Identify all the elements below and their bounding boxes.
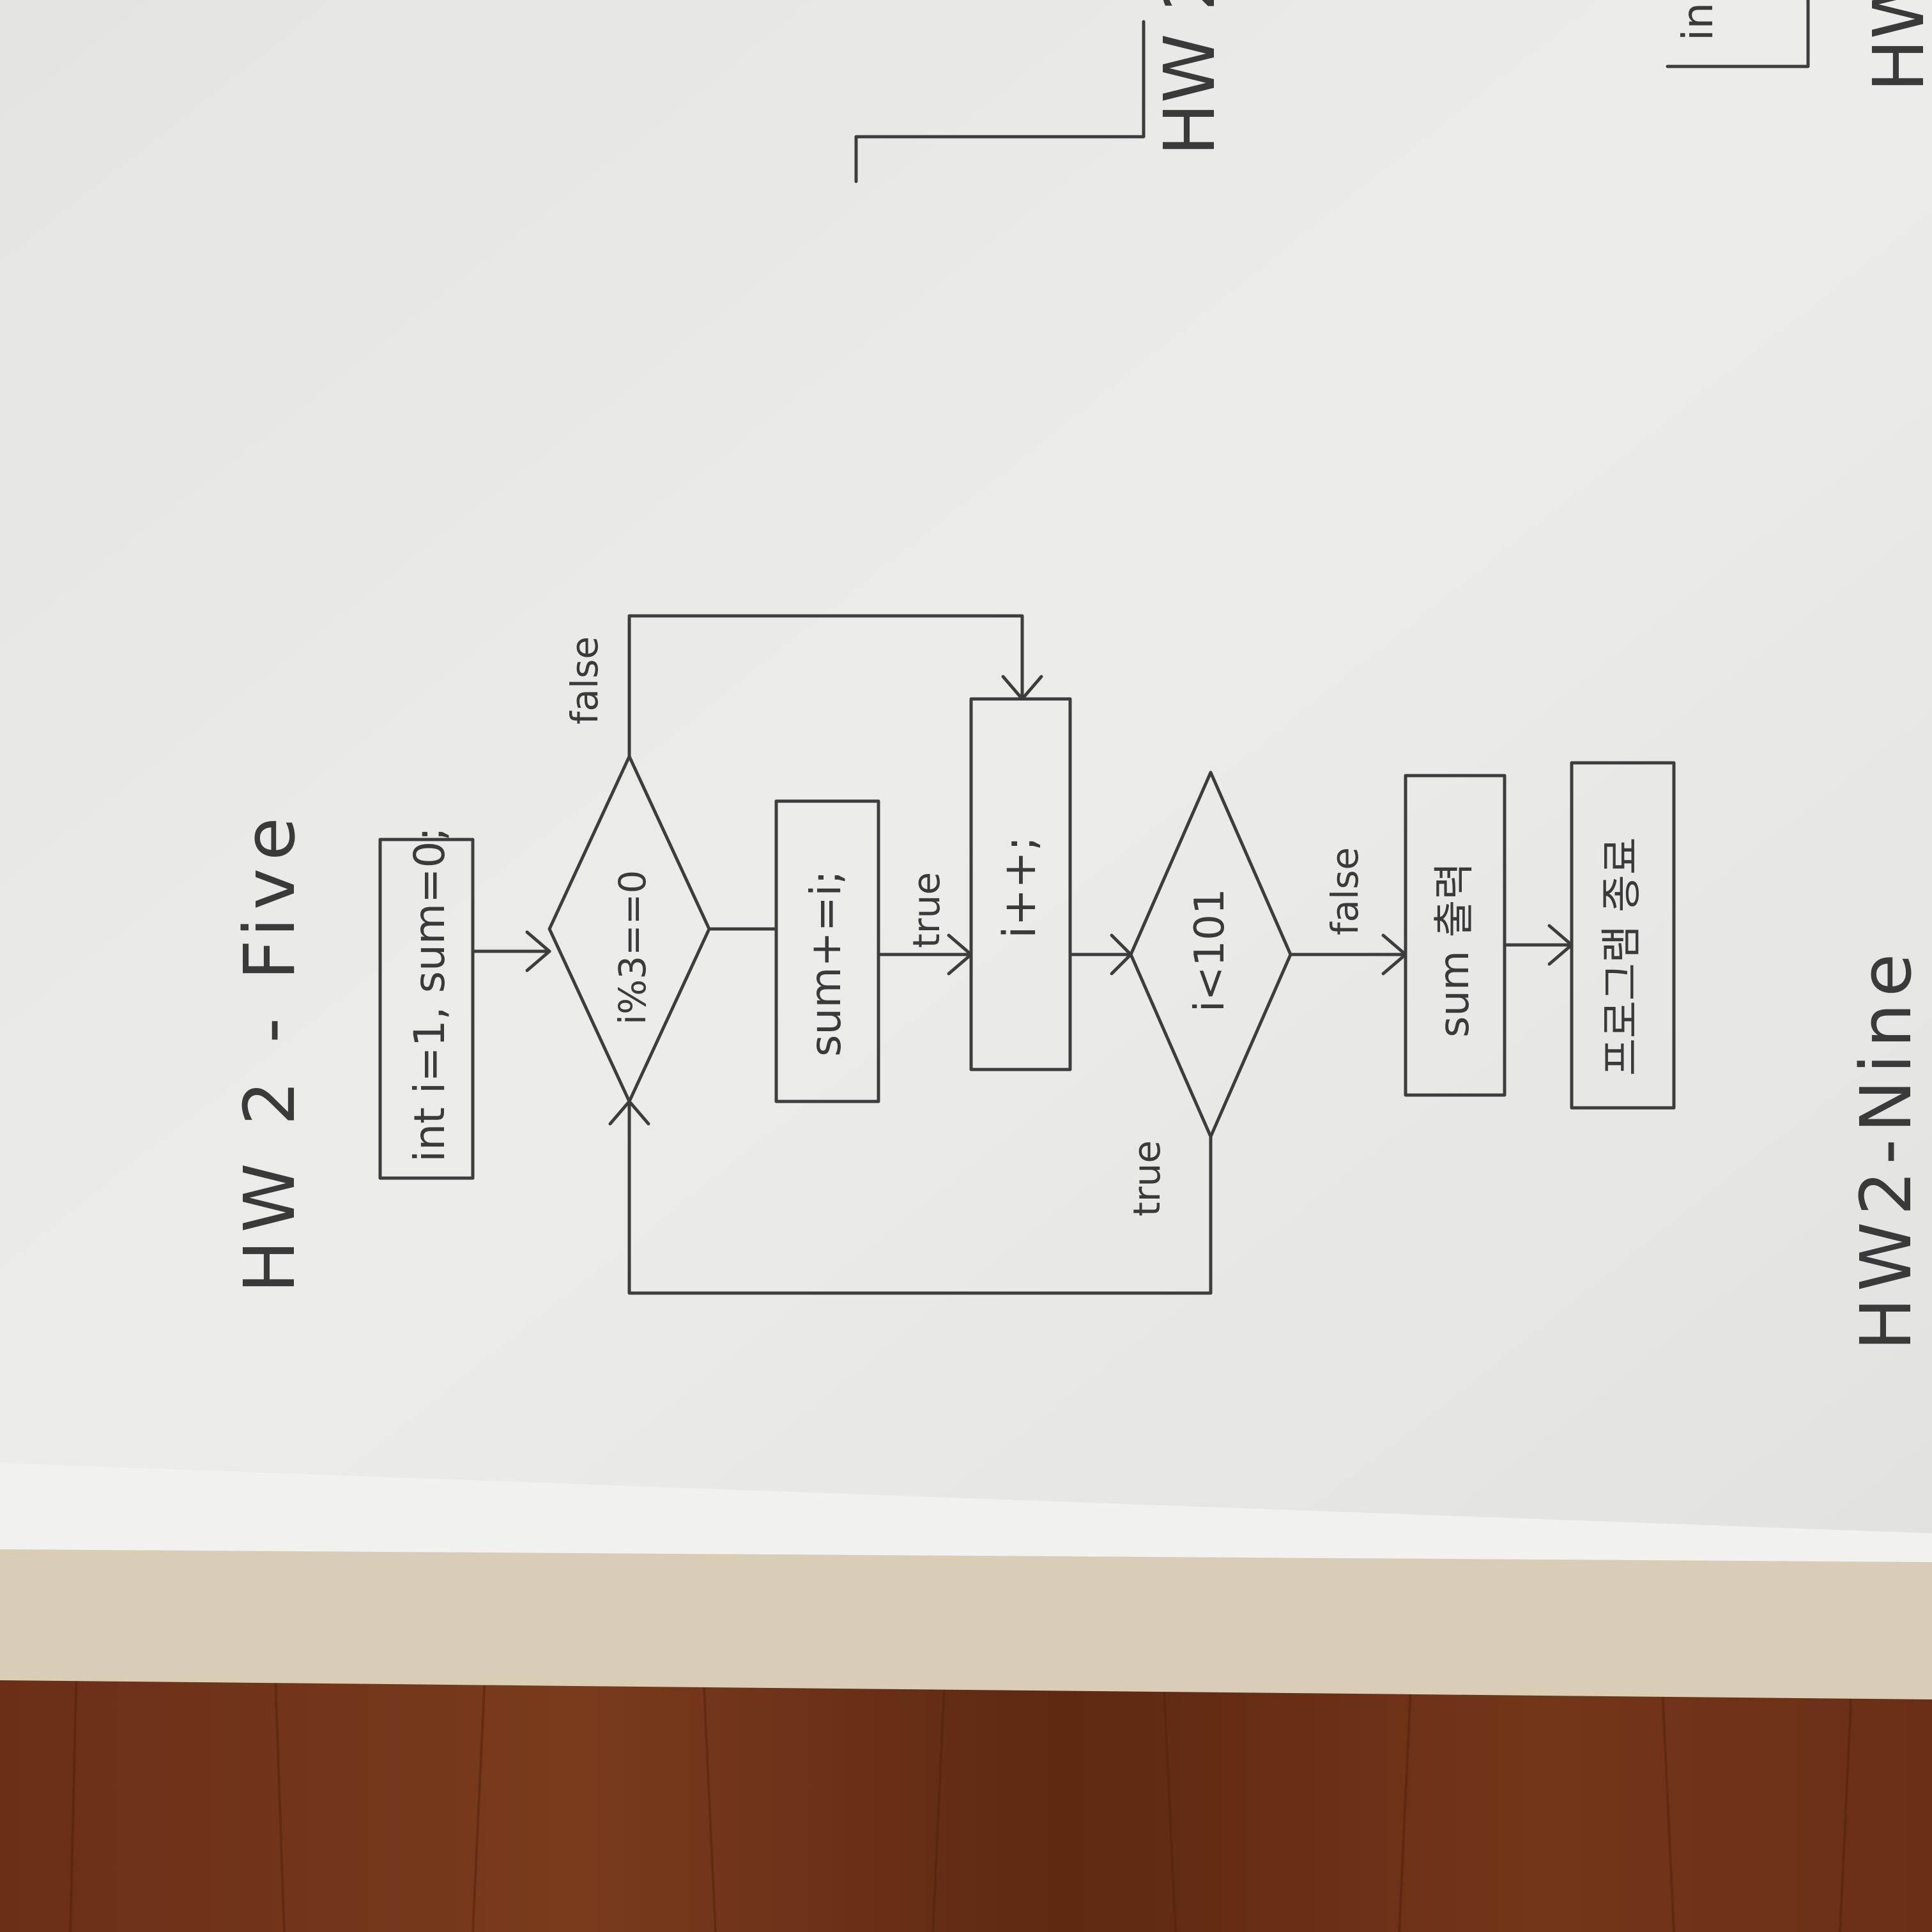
handwriting: HW 2 - Five int i=1, sum=0; i%3==0 false…: [229, 614, 1927, 1351]
edge-label-true-mid: true: [905, 872, 948, 948]
second-title: HW2-Nine: [1845, 947, 1927, 1351]
init-box: [378, 838, 475, 1180]
arrowhead: [608, 1100, 650, 1126]
next-page-fragments: HW 2- HW in: [854, 0, 1932, 183]
edge-mod-false-to-increment: [627, 614, 1024, 758]
edge-label-false-top: false: [563, 636, 606, 724]
fragment-box: [1666, 0, 1810, 68]
wood-grain: [69, 1660, 1854, 1932]
fragment-title-2: HW: [1858, 0, 1932, 92]
notepad-edge: [0, 1546, 1932, 1699]
fragment-title-1: HW 2-: [1149, 0, 1230, 156]
paper-sheet: [0, 0, 1932, 1533]
print-sum-text: sum 출력: [1431, 862, 1478, 1038]
fragment-loop-line: [854, 20, 1146, 183]
decision-mod-text: i%3==0: [611, 870, 654, 1025]
edge-loop-true-back: [627, 1100, 1213, 1295]
sum-add-box: [774, 799, 880, 1103]
decision-loop: [1129, 770, 1292, 1138]
fragment-box-text: in: [1673, 3, 1722, 41]
increment-text: i++;: [993, 836, 1046, 939]
print-sum-box: [1404, 774, 1506, 1097]
end-box: [1570, 761, 1676, 1110]
sum-add-text: sum+=i;: [801, 870, 850, 1057]
decision-loop-text: i<101: [1186, 888, 1234, 1012]
edge-label-false-exit: false: [1323, 847, 1367, 935]
edge-label-true-loop: true: [1125, 1140, 1169, 1216]
arrowhead: [525, 930, 551, 972]
page-title: HW 2 - Five: [229, 809, 310, 1293]
init-text: int i=1, sum=0;: [405, 827, 454, 1162]
end-text: 프로그램 종료: [1598, 837, 1646, 1076]
increment-box: [969, 697, 1072, 1071]
